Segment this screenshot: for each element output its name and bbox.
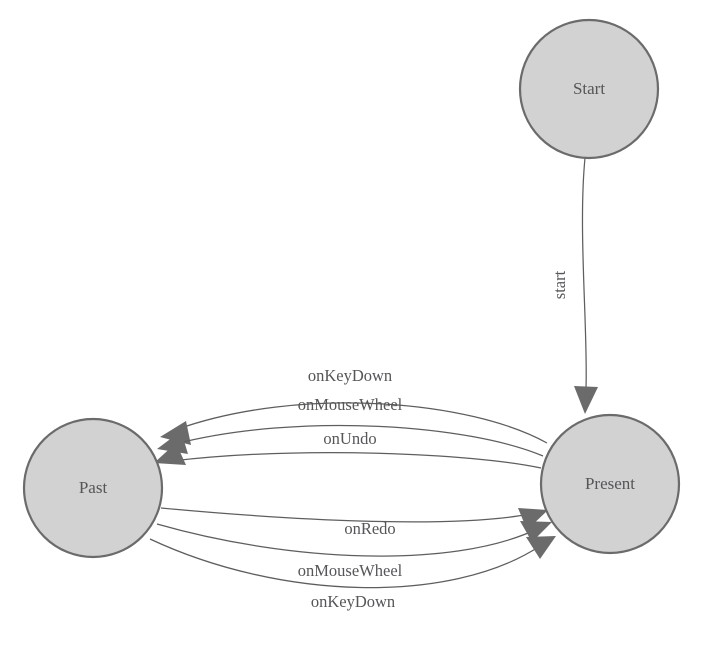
edge-present-past-onundo[interactable] <box>154 443 542 469</box>
edge-label-past-present-onmousewheel: onMouseWheel <box>298 561 403 580</box>
node-label-present: Present <box>585 474 635 493</box>
edge-present-past-onmousewheel[interactable] <box>157 424 544 457</box>
node-past[interactable]: Past <box>22 417 164 559</box>
node-label-past: Past <box>79 478 108 497</box>
arrowhead-icon <box>574 386 598 414</box>
arrowhead-icon <box>520 521 552 542</box>
edge-path <box>177 402 548 444</box>
edge-label-past-present-onredo: onRedo <box>344 519 395 538</box>
node-present[interactable]: Present <box>539 413 681 555</box>
edge-path <box>149 538 541 589</box>
arrowhead-icon <box>157 431 188 454</box>
arrowhead-icon <box>526 536 556 559</box>
edges-layer <box>149 157 598 589</box>
node-start[interactable]: Start <box>518 18 660 160</box>
edge-label-present-past-onundo: onUndo <box>323 429 376 448</box>
edge-label-past-present-onkeydown: onKeyDown <box>311 592 395 611</box>
node-circle <box>22 417 164 559</box>
edge-label-present-past-onkeydown: onKeyDown <box>308 366 392 385</box>
node-circle <box>539 413 681 555</box>
edge-path <box>581 157 587 389</box>
arrowhead-icon <box>154 443 186 465</box>
edge-labels-layer: start onKeyDown onMouseWheel onUndo onRedo on… <box>298 270 569 610</box>
edge-past-present-onkeydown[interactable] <box>149 536 556 589</box>
node-label-start: Start <box>573 79 605 98</box>
edge-path <box>171 452 542 469</box>
edge-label-start-present: start <box>550 270 569 299</box>
edge-start-present[interactable] <box>574 157 598 414</box>
edge-path <box>160 507 531 523</box>
node-circle <box>518 18 660 160</box>
edge-path <box>156 523 536 557</box>
edge-label-present-past-onmousewheel: onMouseWheel <box>298 395 403 414</box>
edge-path <box>174 424 544 457</box>
edge-past-present-onmousewheel[interactable] <box>156 521 552 557</box>
